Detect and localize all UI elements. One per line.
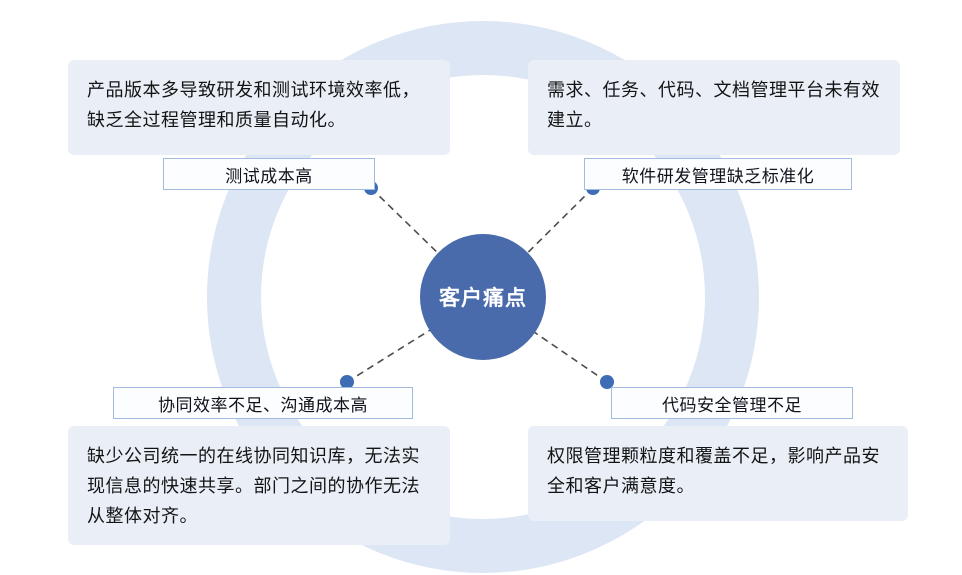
center-node: 客户痛点 <box>420 234 546 360</box>
connector-line-top-right <box>482 187 594 298</box>
connector-dot-bottom-right <box>600 375 614 389</box>
label-bottom-left: 协同效率不足、沟通成本高 <box>113 387 413 419</box>
connector-dot-bottom-left <box>340 375 354 389</box>
description-top-left: 产品版本多导致研发和测试环境效率低，缺乏全过程管理和质量自动化。 <box>68 60 450 155</box>
label-bottom-right: 代码安全管理不足 <box>611 387 853 419</box>
label-top-right: 软件研发管理缺乏标准化 <box>584 158 852 190</box>
connector-line-top-left <box>370 187 484 298</box>
description-top-right: 需求、任务、代码、文档管理平台未有效建立。 <box>528 60 900 155</box>
description-bottom-left: 缺少公司统一的在线协同知识库，无法实现信息的快速共享。部门之间的协作无法从整体对… <box>68 426 450 545</box>
label-top-left: 测试成本高 <box>163 158 375 190</box>
description-bottom-right: 权限管理颗粒度和覆盖不足，影响产品安全和客户满意度。 <box>528 426 908 521</box>
